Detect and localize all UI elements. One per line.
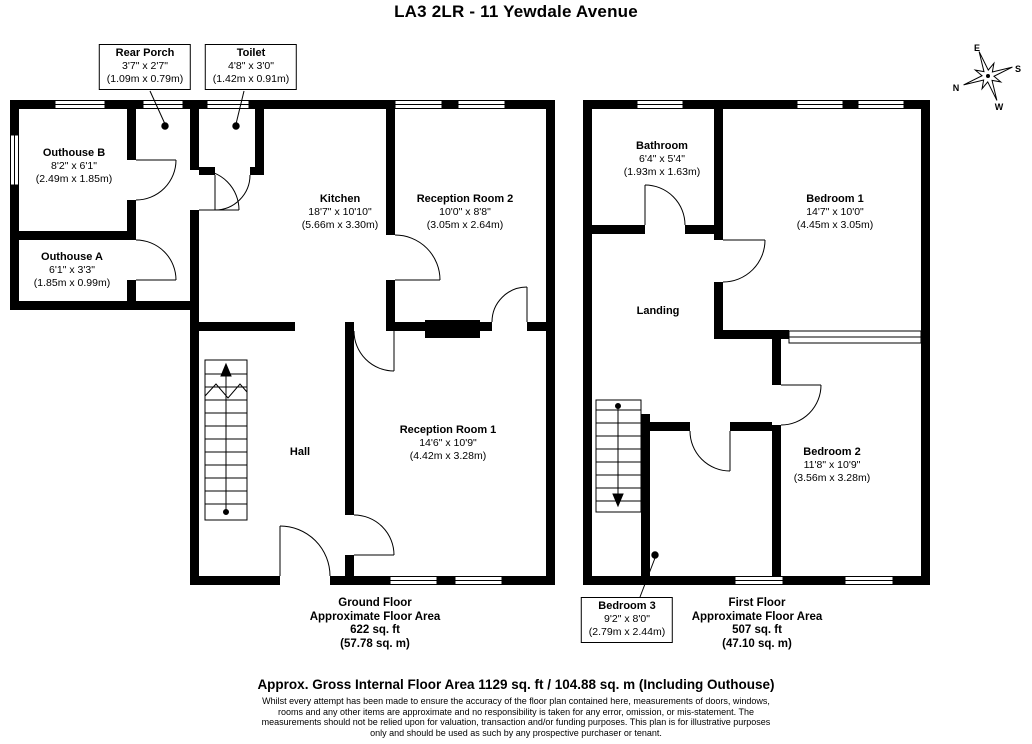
windows <box>10 100 922 585</box>
room-name: Landing <box>636 305 680 317</box>
room-imperial: 9'2" x 8'0" <box>604 613 650 625</box>
room-imperial: 6'1" x 3'3" <box>49 264 95 276</box>
room-metric: (1.42m x 0.91m) <box>212 73 290 85</box>
room-imperial: 18'7" x 10'10" <box>308 206 372 218</box>
ground-floor-stairs <box>204 359 248 521</box>
room-metric: (3.05m x 2.64m) <box>426 219 504 231</box>
first-floor-summary: First Floor Approximate Floor Area 507 s… <box>692 597 823 651</box>
room-metric: (2.49m x 1.85m) <box>35 173 113 185</box>
room-imperial: 14'7" x 10'0" <box>806 206 864 218</box>
room-label-bedroom-1: Bedroom 1 14'7" x 10'0" (4.45m x 3.05m) <box>797 193 873 232</box>
ground-floor-summary: Ground Floor Approximate Floor Area 622 … <box>310 597 441 651</box>
ground-floor-walls <box>10 100 555 585</box>
room-name: Bedroom 2 <box>803 446 861 458</box>
summary-area-ft: 507 sq. ft <box>732 624 782 636</box>
room-name: Bedroom 1 <box>806 193 864 205</box>
room-metric: (3.56m x 3.28m) <box>793 472 871 484</box>
room-imperial: 14'6" x 10'9" <box>419 437 477 449</box>
room-name: Hall <box>289 446 311 458</box>
page-title: LA3 2LR - 11 Yewdale Avenue <box>394 2 638 21</box>
room-metric: (4.42m x 3.28m) <box>409 450 487 462</box>
room-name: Bathroom <box>636 140 688 152</box>
room-name: Kitchen <box>319 193 361 205</box>
room-imperial: 10'0" x 8'8" <box>439 206 491 218</box>
room-metric: (4.45m x 3.05m) <box>796 219 874 231</box>
compass-east-label: E <box>974 43 980 53</box>
room-name: Outhouse B <box>42 147 106 159</box>
compass-north-label: N <box>953 83 960 93</box>
room-imperial: 11'8" x 10'9" <box>803 459 861 471</box>
summary-floor: Ground Floor <box>338 597 412 609</box>
room-imperial: 4'8" x 3'0" <box>228 60 274 72</box>
room-imperial: 3'7" x 2'7" <box>122 60 168 72</box>
room-metric: (1.93m x 1.63m) <box>623 166 701 178</box>
disclaimer-text: Whilst every attempt has been made to en… <box>0 696 1032 738</box>
room-metric: (2.79m x 2.44m) <box>588 626 666 638</box>
compass-west-label: W <box>995 102 1004 112</box>
room-label-reception-room-2: Reception Room 2 10'0" x 8'8" (3.05m x 2… <box>417 193 514 232</box>
disclaimer-line: rooms and any other items are approximat… <box>277 706 755 717</box>
summary-floor: First Floor <box>728 597 786 609</box>
room-name: Reception Room 1 <box>399 424 497 436</box>
compass-south-label: S <box>1015 64 1021 74</box>
room-label-bathroom: Bathroom 6'4" x 5'4" (1.93m x 1.63m) <box>624 140 700 179</box>
room-label-outhouse-b: Outhouse B 8'2" x 6'1" (2.49m x 1.85m) <box>36 147 112 186</box>
callout-toilet: Toilet 4'8" x 3'0" (1.42m x 0.91m) <box>204 44 298 90</box>
room-imperial: 8'2" x 6'1" <box>51 160 97 172</box>
room-name: Toilet <box>236 47 266 59</box>
room-name: Bedroom 3 <box>598 600 656 612</box>
summary-area-m: (57.78 sq. m) <box>340 637 410 650</box>
room-label-bedroom-2: Bedroom 2 11'8" x 10'9" (3.56m x 3.28m) <box>794 446 870 485</box>
room-metric: (1.85m x 0.99m) <box>33 277 111 289</box>
summary-label: Approximate Floor Area <box>309 610 441 623</box>
gross-area-line: Approx. Gross Internal Floor Area 1129 s… <box>257 677 775 692</box>
room-label-reception-room-1: Reception Room 1 14'6" x 10'9" (4.42m x … <box>400 424 497 463</box>
door-symbols <box>135 159 822 577</box>
first-floor-stairs <box>595 399 642 513</box>
summary-area-m: (47.10 sq. m) <box>722 637 792 650</box>
callout-leader-lines <box>149 90 659 598</box>
room-name: Rear Porch <box>115 47 175 59</box>
room-label-kitchen: Kitchen 18'7" x 10'10" (5.66m x 3.30m) <box>302 193 378 232</box>
room-metric: (5.66m x 3.30m) <box>301 219 379 231</box>
disclaimer-line: Whilst every attempt has been made to en… <box>262 696 770 706</box>
compass-icon: E S W N <box>953 43 1021 112</box>
room-label-landing: Landing <box>637 305 680 318</box>
summary-area-ft: 622 sq. ft <box>350 624 400 636</box>
room-name: Outhouse A <box>41 251 103 263</box>
disclaimer-line: only and should be used as such by any p… <box>370 727 662 738</box>
room-label-hall: Hall <box>290 446 310 459</box>
summary-label: Approximate Floor Area <box>691 610 823 623</box>
disclaimer-line: measurements should not be relied upon f… <box>261 717 771 727</box>
room-imperial: 6'4" x 5'4" <box>639 153 685 165</box>
callout-rear-porch: Rear Porch 3'7" x 2'7" (1.09m x 0.79m) <box>98 44 192 90</box>
room-name: Reception Room 2 <box>416 193 514 205</box>
callout-bedroom-3: Bedroom 3 9'2" x 8'0" (2.79m x 2.44m) <box>580 597 674 643</box>
room-metric: (1.09m x 0.79m) <box>106 73 184 85</box>
room-label-outhouse-a: Outhouse A 6'1" x 3'3" (1.85m x 0.99m) <box>34 251 110 290</box>
